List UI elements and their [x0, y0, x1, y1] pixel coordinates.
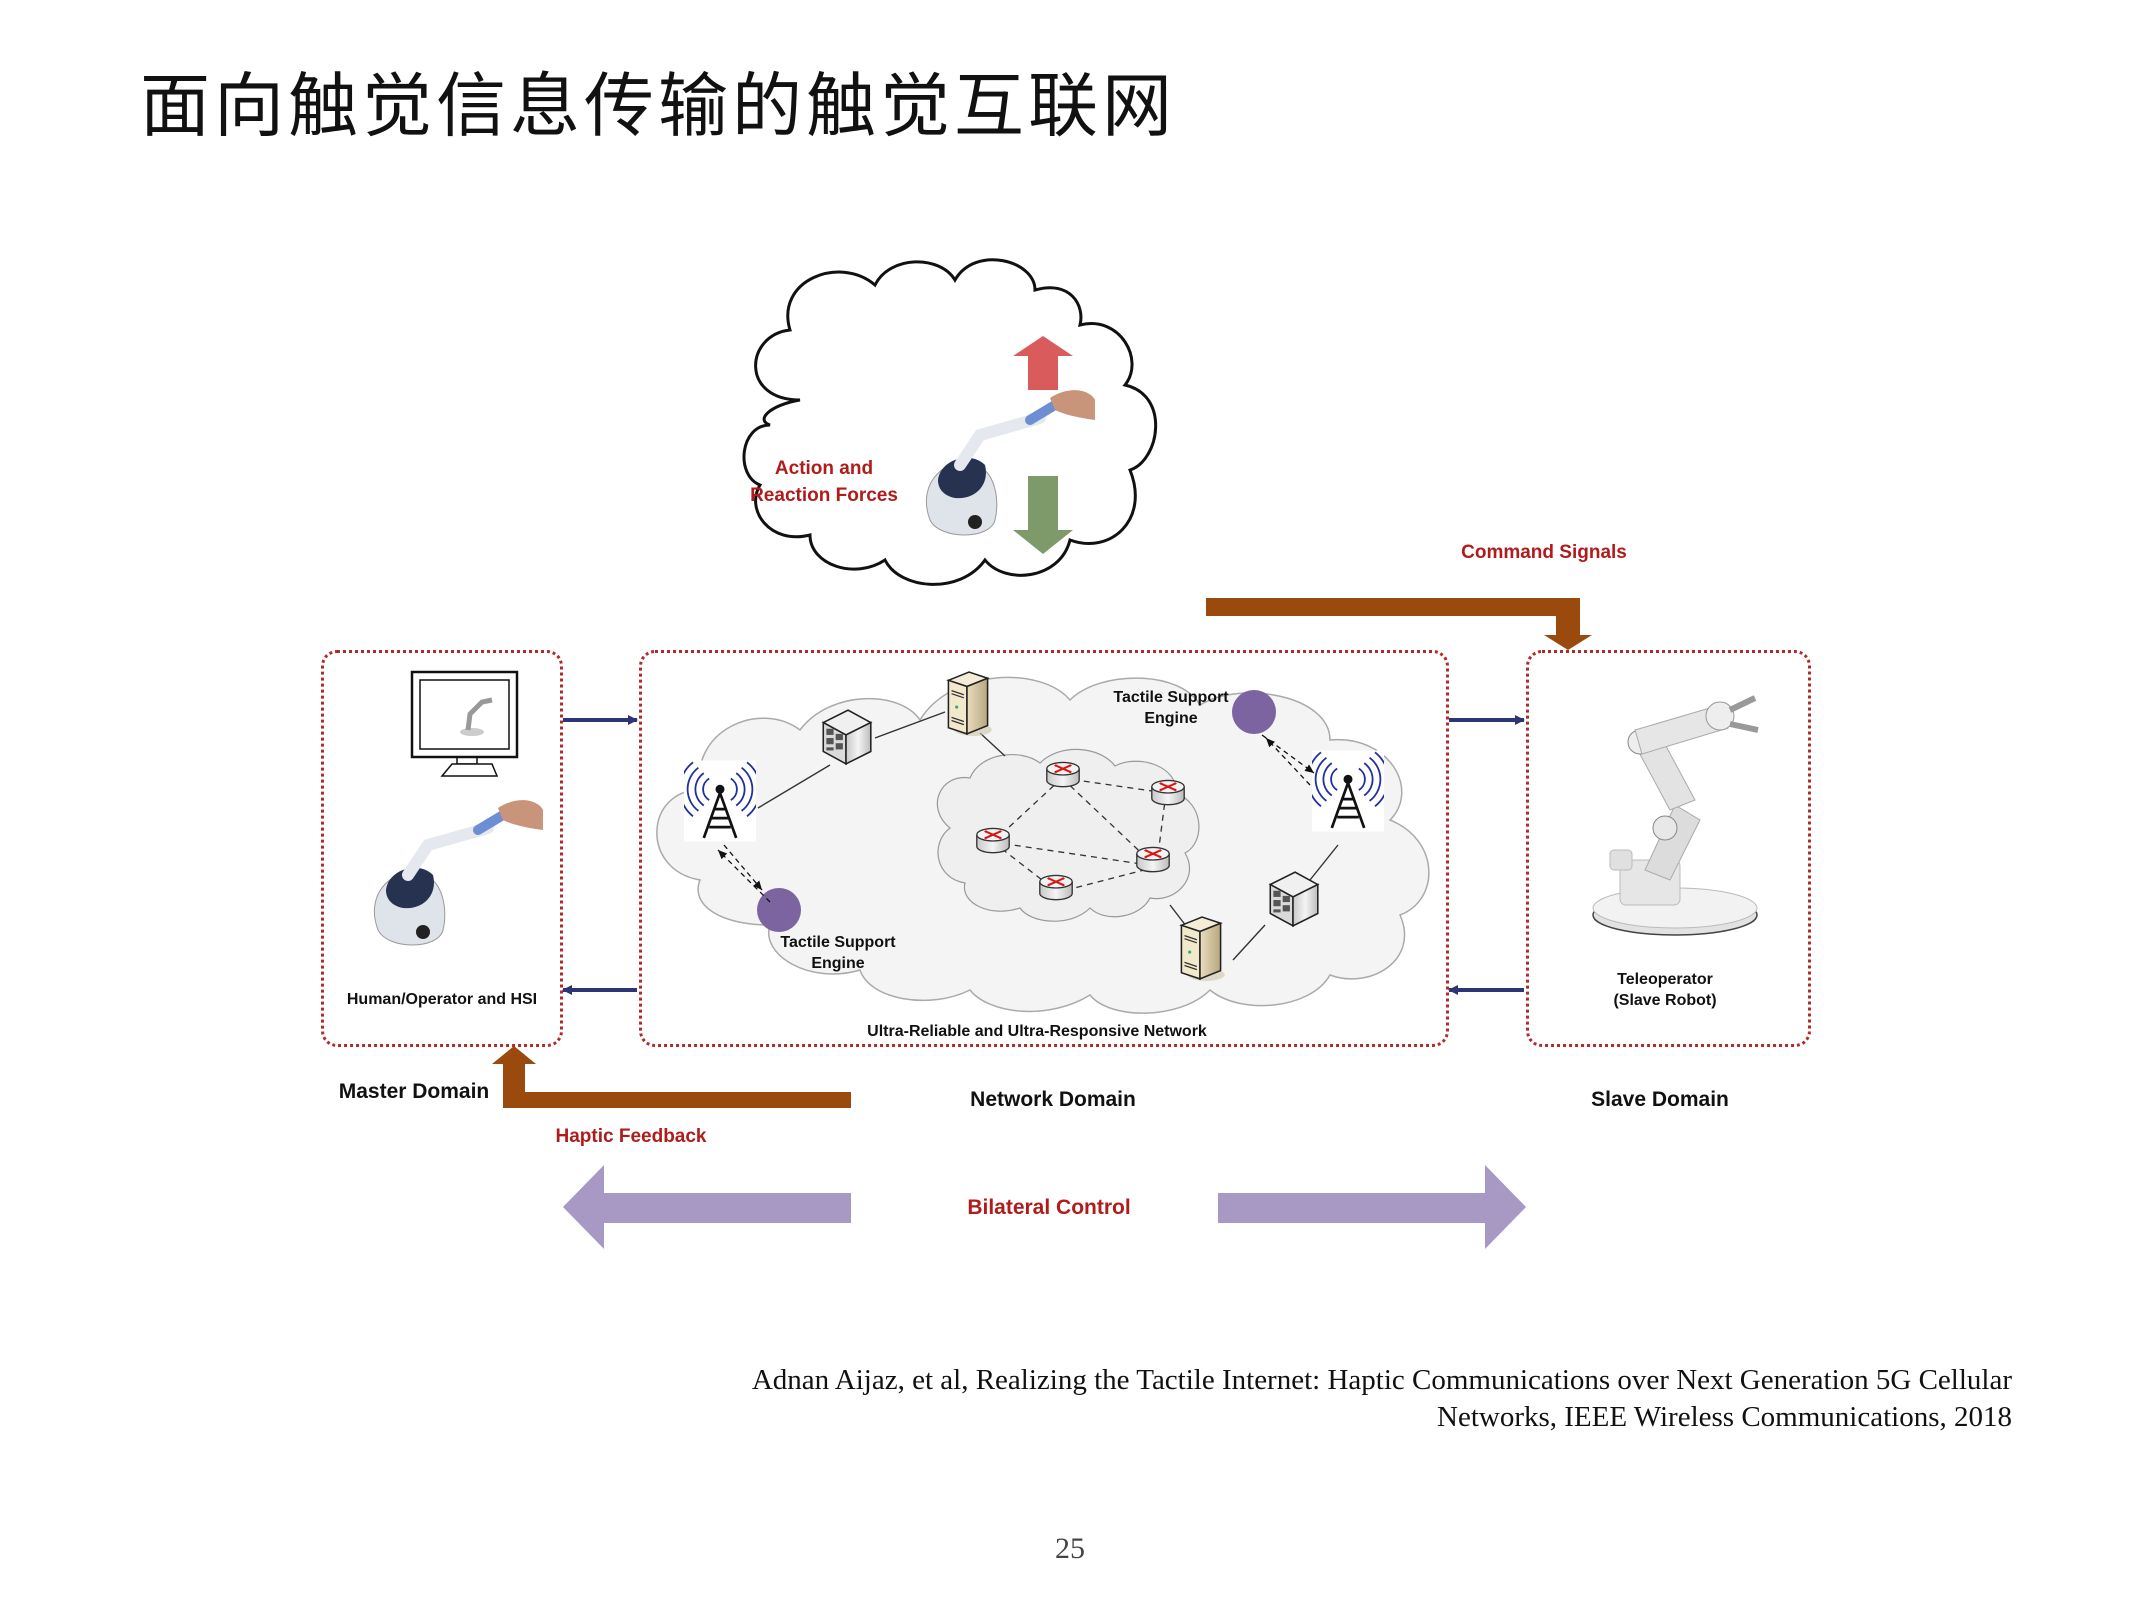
master-domain-label: Master Domain: [338, 1080, 490, 1103]
command-signals-arrow: [1206, 598, 1592, 650]
master-box-label: Human/Operator and HSI: [346, 991, 538, 1008]
haptic-feedback-label: Haptic Feedback: [555, 1126, 707, 1147]
bilateral-right-arrow: [1218, 1165, 1526, 1249]
citation: Adnan Aijaz, et al, Realizing the Tactil…: [752, 1362, 2012, 1436]
slide-title: 面向触觉信息传输的触觉互联网: [140, 65, 1176, 147]
bilateral-left-arrow: [563, 1165, 851, 1249]
network-solid-links: [757, 711, 1339, 961]
action-reaction-label: Action and Reaction Forces: [750, 455, 898, 509]
tse-left-label-line1: Tactile Support: [780, 934, 896, 951]
action-reaction-cloud: [742, 258, 1158, 586]
network-box-label: Ultra-Reliable and Ultra-Responsive Netw…: [867, 1023, 1207, 1040]
tse-left-label: Tactile Support Engine: [780, 932, 895, 974]
tse-right-label: Tactile Support Engine: [1113, 687, 1228, 729]
slave-box-label: Teleoperator (Slave Robot): [1613, 969, 1716, 1011]
action-reaction-label-line2: Reaction Forces: [750, 485, 898, 506]
tse-dashed-links: [717, 734, 1315, 903]
tactile-support-engine-right-icon: [1232, 690, 1276, 734]
command-signals-label: Command Signals: [1461, 542, 1627, 563]
tse-right-label-line1: Tactile Support: [1113, 689, 1229, 706]
citation-line2: Networks, IEEE Wireless Communications, …: [1437, 1401, 2012, 1433]
page-number: 25: [1055, 1532, 1085, 1565]
reaction-force-down-arrow: [1013, 476, 1073, 554]
action-force-up-arrow: [1013, 336, 1073, 390]
slave-box-label-line2: (Slave Robot): [1613, 992, 1717, 1009]
haptic-feedback-arrow: [492, 1046, 851, 1108]
tse-left-label-line2: Engine: [811, 955, 865, 972]
tse-right-label-line2: Engine: [1144, 710, 1198, 727]
citation-line1: Adnan Aijaz, et al, Realizing the Tactil…: [751, 1364, 2012, 1396]
slave-domain-box: [1526, 650, 1811, 1047]
master-domain-box: [321, 650, 563, 1047]
robot-arm-image: [1592, 695, 1759, 936]
network-domain-box: [639, 650, 1449, 1047]
core-network-cloud: [936, 748, 1200, 922]
haptic-device-cloud-image: [925, 390, 1095, 536]
monitor-icon: [410, 670, 519, 777]
haptic-device-image: [373, 800, 543, 946]
slave-box-label-line1: Teleoperator: [1617, 971, 1713, 988]
tactile-support-engine-left-icon: [757, 888, 801, 932]
network-domain-label: Network Domain: [970, 1088, 1136, 1111]
bilateral-control-label: Bilateral Control: [967, 1196, 1131, 1219]
action-reaction-label-line1: Action and: [774, 458, 874, 479]
slave-domain-label: Slave Domain: [1591, 1088, 1729, 1111]
